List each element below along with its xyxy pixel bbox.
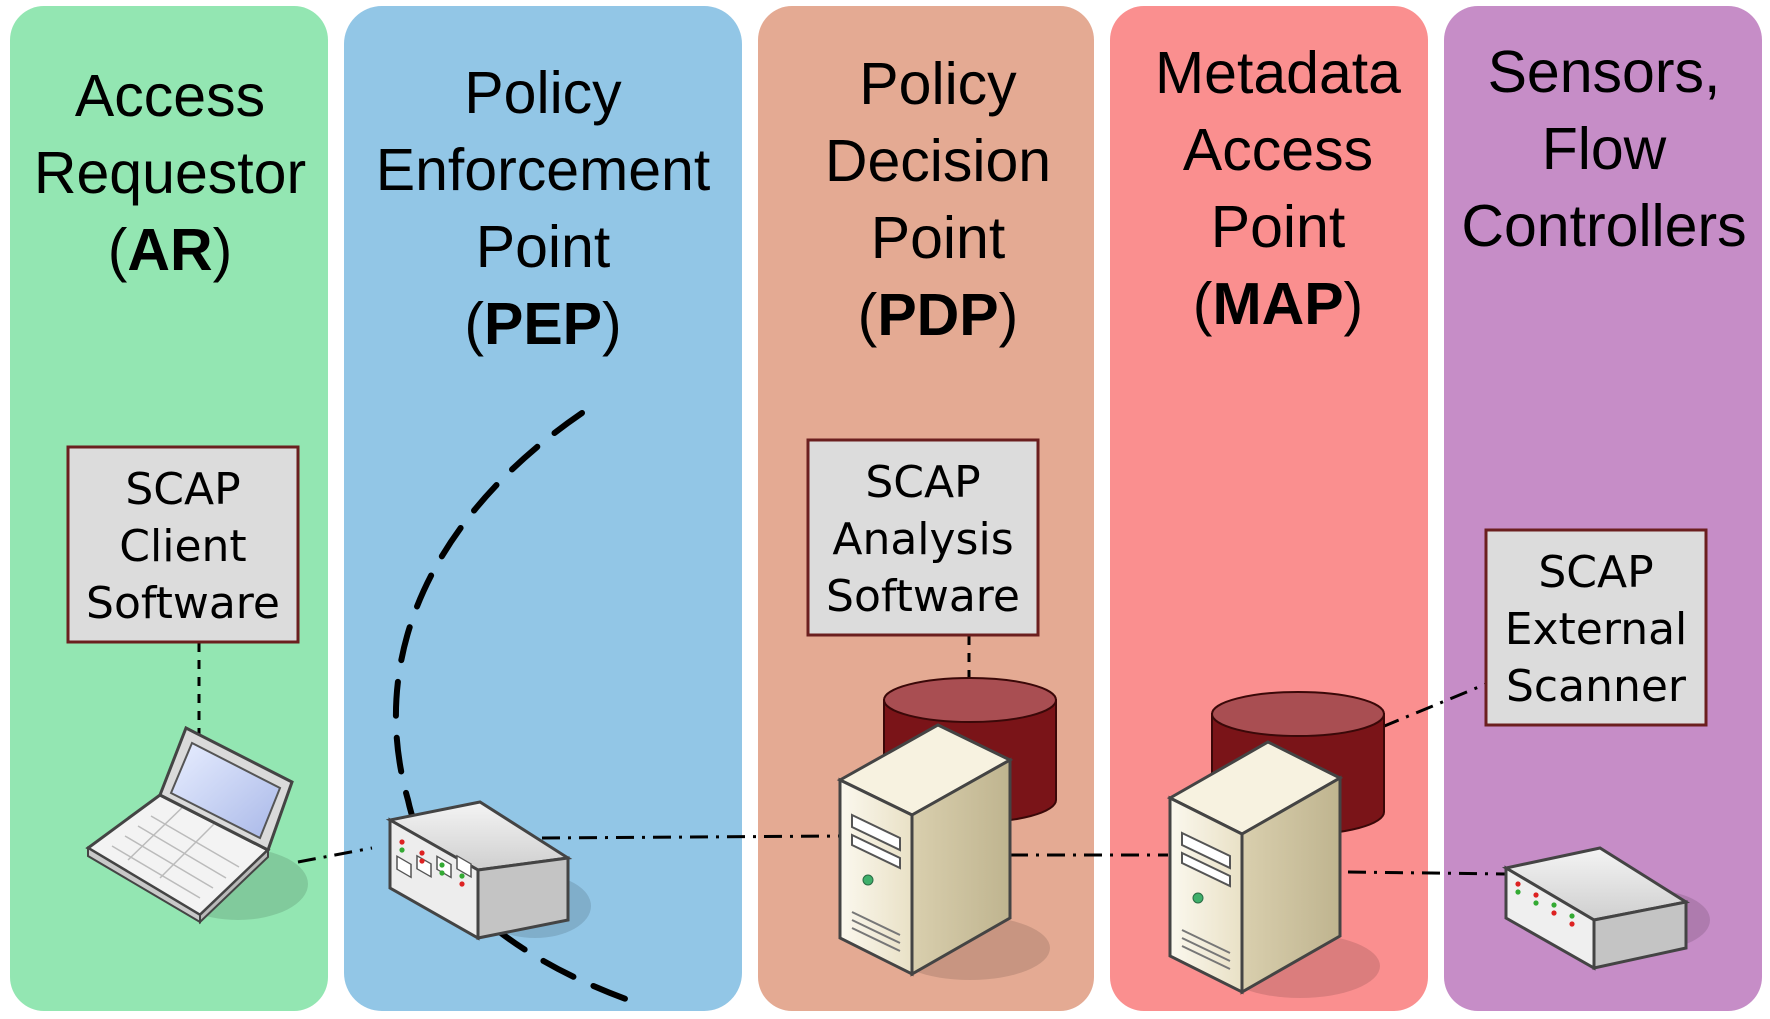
column-pep-background bbox=[344, 6, 742, 1011]
scap-external-scanner-box: SCAP External Scanner bbox=[1484, 528, 1708, 727]
connection-map-sensor bbox=[1347, 870, 1507, 876]
network-connections bbox=[297, 682, 1507, 876]
box-line: SCAP bbox=[125, 464, 240, 515]
column-title-pdp: Policy Decision Point (PDP) bbox=[825, 51, 1051, 348]
scap-analysis-software-box: SCAP Analysis Software bbox=[806, 438, 1040, 637]
column-title-map: Metadata Access Point (MAP) bbox=[1155, 40, 1401, 337]
svg-text:Sensors,: Sensors, bbox=[1488, 39, 1721, 105]
title-line: Controllers bbox=[1461, 193, 1746, 259]
enforcement-boundary-arc bbox=[393, 410, 640, 1006]
column-sensors-background bbox=[1444, 6, 1762, 1011]
svg-text:Policy: Policy bbox=[464, 60, 622, 126]
connection-laptop-switch bbox=[297, 846, 373, 864]
box-line: Scanner bbox=[1506, 661, 1687, 712]
network-switch-icon bbox=[385, 800, 591, 941]
svg-text:Flow: Flow bbox=[1542, 116, 1667, 182]
svg-text:Decision: Decision bbox=[825, 128, 1051, 194]
laptop-icon bbox=[85, 725, 308, 925]
svg-text:Policy: Policy bbox=[859, 51, 1017, 117]
abbr: PEP bbox=[484, 291, 602, 357]
title-line: Policy bbox=[859, 51, 1017, 117]
title-line: Access bbox=[1183, 117, 1373, 183]
box-line: Software bbox=[826, 571, 1020, 622]
title-line: Sensors, bbox=[1488, 39, 1721, 105]
title-line: Enforcement bbox=[376, 137, 711, 203]
title-line: Point bbox=[1211, 194, 1345, 260]
svg-text:Point: Point bbox=[476, 214, 610, 280]
title-line: Access bbox=[75, 63, 265, 129]
title-line: Flow bbox=[1542, 116, 1667, 182]
title-line: Metadata bbox=[1155, 40, 1401, 106]
abbr: MAP bbox=[1212, 271, 1343, 337]
title-line: Point bbox=[476, 214, 610, 280]
box-line: Analysis bbox=[832, 514, 1013, 565]
svg-text:(PEP): (PEP) bbox=[464, 291, 621, 357]
svg-text:Access: Access bbox=[75, 63, 265, 129]
connection-switch-pdp bbox=[541, 834, 843, 840]
server-icon bbox=[1166, 740, 1380, 998]
abbr: AR bbox=[127, 217, 212, 283]
scap-client-software-box: SCAP Client Software bbox=[66, 445, 300, 644]
column-title-sensors: Sensors, Flow Controllers bbox=[1461, 39, 1746, 259]
svg-text:Requestor: Requestor bbox=[34, 140, 306, 206]
svg-text:(PDP): (PDP) bbox=[858, 282, 1019, 348]
server-icon bbox=[836, 723, 1050, 980]
svg-text:Controllers: Controllers bbox=[1461, 193, 1746, 259]
svg-text:Point: Point bbox=[871, 205, 1005, 271]
title-line: Decision bbox=[825, 128, 1051, 194]
title-line: Point bbox=[871, 205, 1005, 271]
svg-text:(AR): (AR) bbox=[108, 217, 233, 283]
svg-text:(MAP): (MAP) bbox=[1193, 271, 1363, 337]
column-title-ar: Access Requestor (AR) bbox=[34, 63, 306, 283]
box-line: Client bbox=[119, 521, 246, 572]
svg-text:Point: Point bbox=[1211, 194, 1345, 260]
sensor-device-icon bbox=[1501, 846, 1710, 971]
abbr: PDP bbox=[877, 282, 998, 348]
svg-text:Enforcement: Enforcement bbox=[376, 137, 711, 203]
svg-text:Metadata: Metadata bbox=[1155, 40, 1401, 106]
svg-text:Access: Access bbox=[1183, 117, 1373, 183]
box-line: SCAP bbox=[865, 457, 980, 508]
box-line: Software bbox=[86, 578, 280, 629]
title-line: Policy bbox=[464, 60, 622, 126]
title-line: Requestor bbox=[34, 140, 306, 206]
column-title-pep: Policy Enforcement Point (PEP) bbox=[376, 60, 711, 357]
box-line: SCAP bbox=[1538, 547, 1653, 598]
box-line: External bbox=[1505, 604, 1688, 655]
